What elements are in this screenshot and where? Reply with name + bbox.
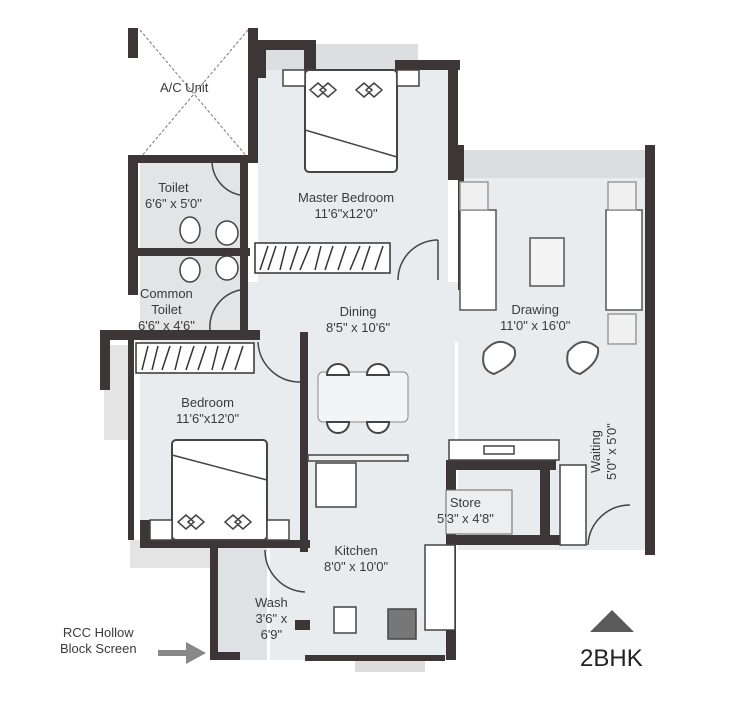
rcc-arrow [158,642,206,664]
common-toilet-door [209,289,241,331]
drawing-furniture [459,181,643,376]
waiting-door [587,504,631,546]
bedroom-door [257,341,301,383]
bedroom-bed [149,439,290,541]
master-door [397,239,439,281]
toilet-door [211,161,241,196]
north-arrow-icon [590,610,634,632]
master-wardrobe [254,242,391,274]
wash-door [264,549,306,593]
toilet-fixtures [179,216,239,283]
bedroom-wardrobe [135,342,255,374]
dining-table [317,363,409,434]
kitchen-fixtures [307,439,587,640]
label-ac-unit: A/C Unit [160,80,209,95]
plan-type-label: 2BHK [580,645,643,672]
master-bed [282,69,420,173]
ac-unit-cross [139,29,249,159]
